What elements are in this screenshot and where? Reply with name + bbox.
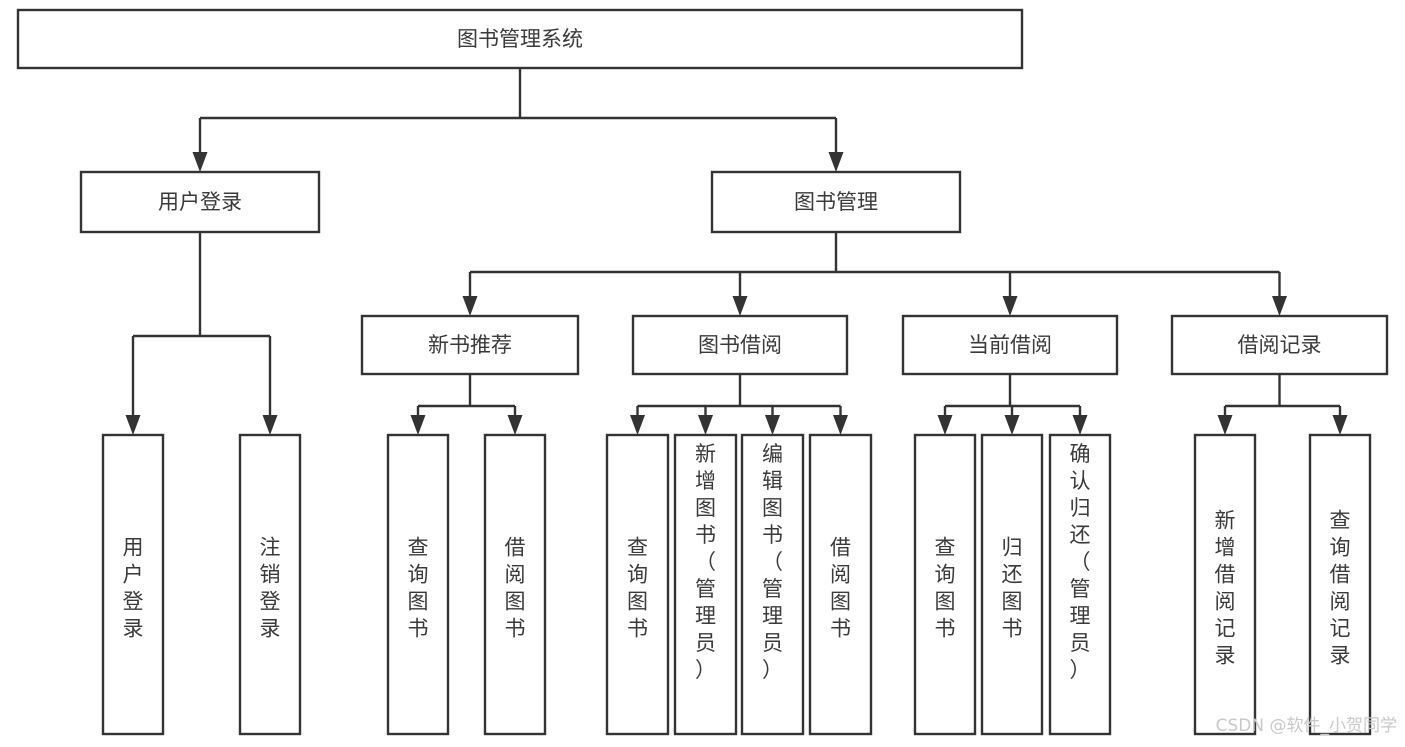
node-leaf-confirm-return-admin[interactable]: 确认归还（管理员） [1048,433,1112,736]
node-leaf-return-book[interactable]: 归还图书 [980,433,1044,736]
node-leaf-edit-book-admin[interactable]: 编辑图书（管理员） [740,433,805,736]
node-box-leaf-confirm-return-admin[interactable] [1048,433,1112,736]
arrow-head-icon [262,415,278,435]
node-label-leaf-confirm-return-admin: 确认归还（管理员） [1070,442,1091,682]
node-label-new-book-recommendation: 新书推荐 [428,333,512,357]
node-label-root: 图书管理系统 [457,27,583,51]
arrow-head-icon [1217,415,1233,435]
node-box-leaf-user-login[interactable] [101,433,165,736]
arrow-head-icon [1072,415,1088,435]
arrow-head-icon [125,415,141,435]
node-label-book-management: 图书管理 [794,190,878,214]
node-box-new-book-recommendation[interactable] [360,314,580,376]
node-label-leaf-query-borrow-record: 查询借阅记录 [1330,509,1351,668]
arrow-head-icon [462,296,478,316]
arrow-head-icon [732,296,748,316]
node-leaf-query-book-new-rec[interactable]: 查询图书 [386,433,450,736]
connector-layer [125,68,1348,435]
node-layer: 图书管理系统用户登录图书管理新书推荐图书借阅当前借阅借阅记录用户登录注销登录查询… [16,8,1389,736]
node-box-root[interactable] [16,8,1024,70]
node-new-book-recommendation[interactable]: 新书推荐 [360,314,580,376]
node-box-leaf-borrow-book-borrow[interactable] [808,433,873,736]
node-label-current-borrow: 当前借阅 [968,333,1052,357]
node-leaf-query-book-current[interactable]: 查询图书 [913,433,977,736]
arrow-head-icon [410,415,426,435]
arrow-head-icon [507,415,523,435]
node-label-user-login: 用户登录 [158,190,242,214]
node-box-book-management[interactable] [710,170,962,234]
node-box-leaf-borrow-book-new-rec[interactable] [483,433,547,736]
node-box-leaf-query-book-new-rec[interactable] [386,433,450,736]
node-book-management[interactable]: 图书管理 [710,170,962,234]
connector-group-current-borrow [937,374,1088,435]
node-label-borrow-record: 借阅记录 [1238,333,1322,357]
node-root[interactable]: 图书管理系统 [16,8,1024,70]
node-leaf-logout[interactable]: 注销登录 [238,433,302,736]
arrow-head-icon [833,415,848,435]
arrow-head-icon [1332,415,1348,435]
csdn-watermark: CSDN @软件_小贺同学 [1216,716,1397,736]
arrow-head-icon [828,152,844,172]
node-label-leaf-add-borrow-record: 新增借阅记录 [1215,509,1236,668]
node-label-leaf-query-book-new-rec: 查询图书 [408,536,429,641]
node-leaf-add-book-admin[interactable]: 新增图书（管理员） [673,433,738,736]
node-label-book-borrow: 图书借阅 [698,333,782,357]
node-leaf-user-login[interactable]: 用户登录 [101,433,165,736]
node-leaf-borrow-book-borrow[interactable]: 借阅图书 [808,433,873,736]
node-label-leaf-borrow-book-new-rec: 借阅图书 [505,536,526,641]
node-label-leaf-user-login: 用户登录 [123,536,144,641]
node-leaf-add-borrow-record[interactable]: 新增借阅记录 [1193,433,1257,736]
node-label-leaf-edit-book-admin: 编辑图书（管理员） [762,442,783,682]
node-label-leaf-borrow-book-borrow: 借阅图书 [830,536,851,641]
node-label-leaf-return-book: 归还图书 [1002,536,1023,641]
arrow-head-icon [1002,296,1018,316]
node-box-book-borrow[interactable] [631,314,849,376]
node-box-borrow-record[interactable] [1170,314,1389,376]
connector-group-root [192,68,844,172]
node-box-leaf-query-book-current[interactable] [913,433,977,736]
node-box-leaf-query-book-borrow[interactable] [605,433,670,736]
node-box-current-borrow[interactable] [901,314,1119,376]
node-current-borrow[interactable]: 当前借阅 [901,314,1119,376]
node-book-borrow[interactable]: 图书借阅 [631,314,849,376]
node-box-user-login[interactable] [79,170,321,234]
connector-group-new-book-recommendation [410,374,523,435]
arrow-head-icon [630,415,645,435]
node-label-leaf-add-book-admin: 新增图书（管理员） [695,442,716,682]
node-box-leaf-edit-book-admin[interactable] [740,433,805,736]
node-leaf-query-borrow-record[interactable]: 查询借阅记录 [1308,433,1372,736]
connector-group-book-borrow [630,374,848,435]
arrow-head-icon [192,152,208,172]
node-label-leaf-logout: 注销登录 [260,536,281,641]
node-label-leaf-query-book-current: 查询图书 [935,536,956,641]
node-box-leaf-return-book[interactable] [980,433,1044,736]
node-box-leaf-query-borrow-record[interactable] [1308,433,1372,736]
arrow-head-icon [1004,415,1020,435]
arrow-head-icon [698,415,713,435]
node-leaf-borrow-book-new-rec[interactable]: 借阅图书 [483,433,547,736]
connector-group-user-login [125,232,278,435]
arrow-head-icon [765,415,780,435]
node-user-login[interactable]: 用户登录 [79,170,321,234]
connector-group-borrow-record [1217,374,1348,435]
node-label-leaf-query-book-borrow: 查询图书 [627,536,648,641]
node-leaf-query-book-borrow[interactable]: 查询图书 [605,433,670,736]
arrow-head-icon [937,415,953,435]
connector-group-book-management [462,232,1287,316]
node-box-leaf-add-borrow-record[interactable] [1193,433,1257,736]
arrow-head-icon [1272,296,1287,316]
node-box-leaf-add-book-admin[interactable] [673,433,738,736]
node-borrow-record[interactable]: 借阅记录 [1170,314,1389,376]
node-box-leaf-logout[interactable] [238,433,302,736]
